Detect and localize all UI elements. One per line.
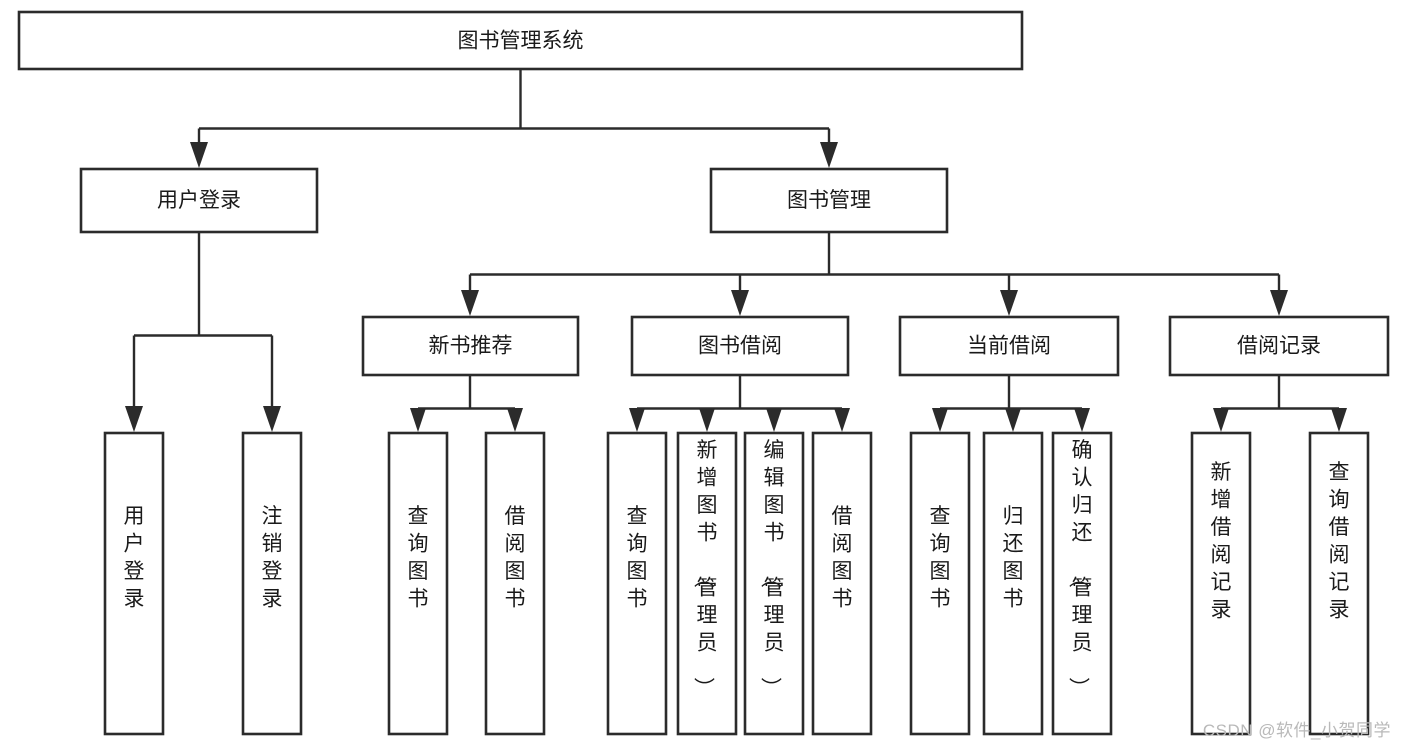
arrow-head-new-book-leaf-2 [507,408,523,432]
node-leaf-add-book[interactable]: 新增图书（管理员） [676,431,738,736]
node-root-book-management-system[interactable]: 图书管理系统 [17,10,1024,71]
node-leaf-borrow-book-2-box[interactable] [811,431,873,736]
node-leaf-query-record-box[interactable] [1308,431,1370,736]
node-leaf-add-record-label: 新增借阅记录 [1211,461,1232,622]
arrow-head-current-borrow-leaf-1 [932,408,948,432]
node-leaf-borrow-book-2-label: 借阅图书 [832,505,853,611]
node-borrow-record[interactable]: 借阅记录 [1168,315,1390,377]
node-current-borrow[interactable]: 当前借阅 [898,315,1120,377]
arrow-head-book-borrow-leaf-1 [629,408,645,432]
node-leaf-edit-book-label: 编辑图书（管理员） [759,439,785,698]
node-leaf-query-record-label: 查询借阅记录 [1329,461,1350,622]
node-leaf-user-login-box[interactable] [103,431,165,736]
node-leaf-query-book-1-label: 查询图书 [408,505,429,611]
arrow-head-book-borrow-leaf-2 [699,408,715,432]
node-leaf-return-book[interactable]: 归还图书 [982,431,1044,736]
node-leaf-confirm-return[interactable]: 确认归还（管理员） [1051,431,1113,736]
arrow-head-root-to-book-manage [820,142,838,168]
node-current-borrow-box[interactable] [898,315,1120,377]
arrow-head-current-borrow-leaf-2 [1005,408,1021,432]
node-leaf-user-login[interactable]: 用户登录 [103,431,165,736]
node-root-box[interactable] [17,10,1024,71]
arrow-head-current-borrow-leaf-3 [1074,408,1090,432]
arrow-head-book-manage-child-4 [1270,290,1288,316]
node-leaf-edit-book[interactable]: 编辑图书（管理员） [743,431,805,736]
node-leaf-return-book-label: 归还图书 [1003,505,1024,611]
node-leaf-confirm-return-label: 确认归还（管理员） [1067,439,1093,698]
arrow-head-user-login-leaf-2 [263,406,281,432]
node-new-book-recommend-label: 新书推荐 [429,335,513,358]
node-current-borrow-label: 当前借阅 [967,335,1051,358]
node-borrow-record-label: 借阅记录 [1237,335,1321,358]
node-user-login-label: 用户登录 [157,189,241,212]
node-leaf-edit-book-box[interactable] [743,431,805,736]
node-leaf-query-book-3[interactable]: 查询图书 [909,431,971,736]
node-book-borrow-label: 图书借阅 [698,335,782,358]
node-leaf-add-book-box[interactable] [676,431,738,736]
node-leaf-add-book-label: 新增图书（管理员） [692,439,718,698]
node-book-borrow[interactable]: 图书借阅 [630,315,850,377]
node-leaf-query-book-1-box[interactable] [387,431,449,736]
node-book-manage[interactable]: 图书管理 [709,167,949,234]
node-new-book-recommend-box[interactable] [361,315,580,377]
node-root-label: 图书管理系统 [458,30,584,53]
node-leaf-query-record[interactable]: 查询借阅记录 [1308,431,1370,736]
node-leaf-add-record[interactable]: 新增借阅记录 [1190,431,1252,736]
arrow-head-root-to-user-login [190,142,208,168]
arrow-head-book-borrow-leaf-4 [834,408,850,432]
arrow-head-borrow-record-leaf-1 [1213,408,1229,432]
node-leaf-logout-label: 注销登录 [262,505,283,611]
connector-layer [125,69,1347,432]
node-borrow-record-box[interactable] [1168,315,1390,377]
node-leaf-query-book-2-label: 查询图书 [627,505,648,611]
node-leaf-query-book-2-box[interactable] [606,431,668,736]
node-new-book-recommend[interactable]: 新书推荐 [361,315,580,377]
arrow-head-borrow-record-leaf-2 [1331,408,1347,432]
node-leaf-return-book-box[interactable] [982,431,1044,736]
arrow-head-new-book-leaf-1 [410,408,426,432]
node-leaf-logout[interactable]: 注销登录 [241,431,303,736]
node-leaf-add-record-box[interactable] [1190,431,1252,736]
arrow-head-book-borrow-leaf-3 [766,408,782,432]
node-book-manage-box[interactable] [709,167,949,234]
node-leaf-borrow-book-2[interactable]: 借阅图书 [811,431,873,736]
node-leaf-borrow-book-1-label: 借阅图书 [505,505,526,611]
arrow-head-book-manage-child-1 [461,290,479,316]
node-leaf-user-login-label: 用户登录 [124,505,145,611]
node-leaf-query-book-1[interactable]: 查询图书 [387,431,449,736]
node-book-borrow-box[interactable] [630,315,850,377]
node-leaf-borrow-book-1-box[interactable] [484,431,546,736]
arrow-head-book-manage-child-2 [731,290,749,316]
node-leaf-query-book-3-box[interactable] [909,431,971,736]
arrow-head-book-manage-child-3 [1000,290,1018,316]
node-leaf-query-book-3-label: 查询图书 [930,505,951,611]
node-user-login[interactable]: 用户登录 [79,167,319,234]
arrow-head-user-login-leaf-1 [125,406,143,432]
node-book-manage-label: 图书管理 [787,189,871,212]
node-user-login-box[interactable] [79,167,319,234]
node-leaf-query-book-2[interactable]: 查询图书 [606,431,668,736]
node-leaf-logout-box[interactable] [241,431,303,736]
node-leaf-borrow-book-1[interactable]: 借阅图书 [484,431,546,736]
node-leaf-confirm-return-box[interactable] [1051,431,1113,736]
